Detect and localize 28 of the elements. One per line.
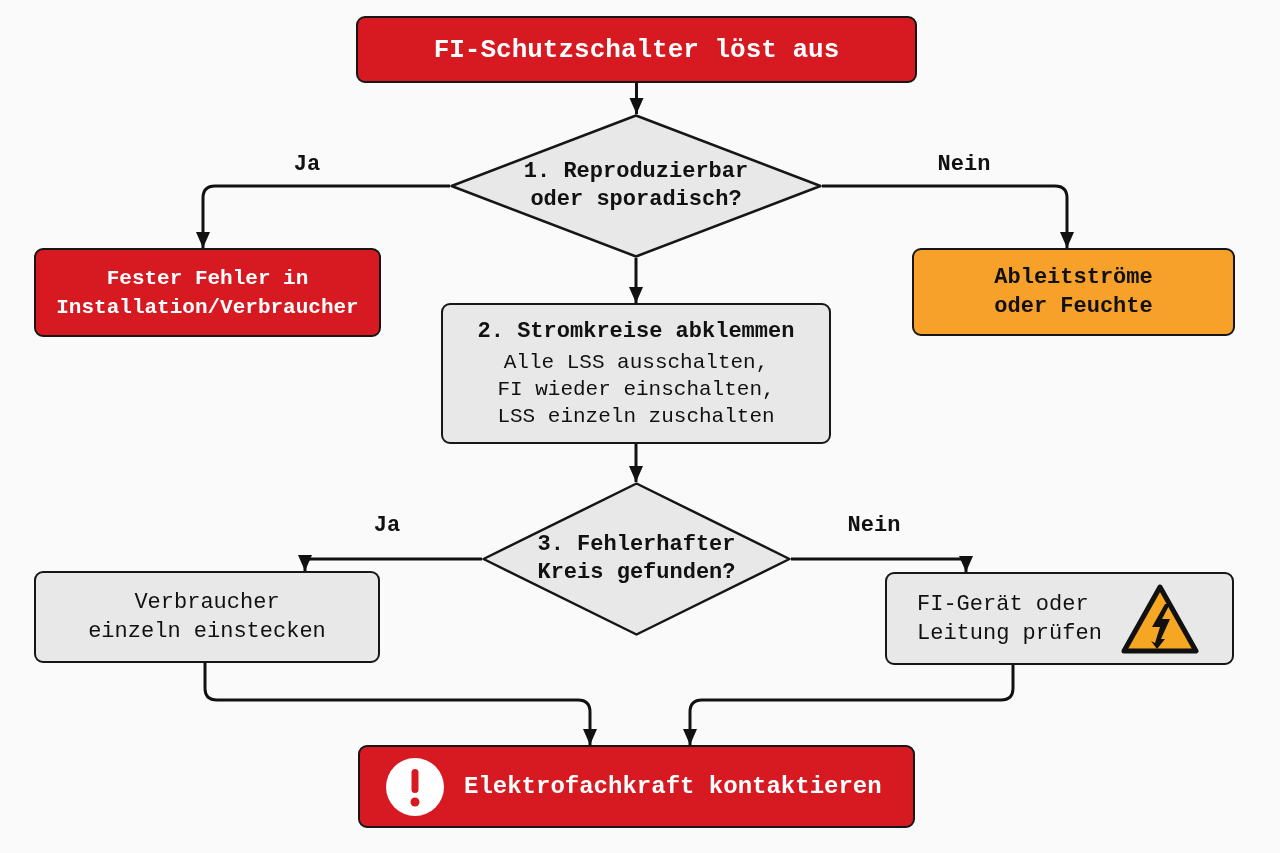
flow-arrow (822, 184, 1074, 248)
flow-arrow (298, 555, 482, 571)
node-title: 2. Stromkreise abklemmen (477, 318, 795, 346)
result-box (34, 248, 381, 337)
process-box (34, 571, 380, 663)
decision-diamond (450, 114, 822, 258)
node-label: 1. Reproduzierbar oder sporadisch? (522, 158, 750, 214)
node-text: Alle LSS ausschalten, FI wieder einschalten, LSS einzeln zuschalten (496, 350, 776, 430)
node-label: FI-Gerät oder Leitung prüfen (917, 590, 1103, 648)
node-label: FI-Schutzschalter löst aus (433, 33, 840, 66)
process-box (441, 303, 831, 444)
flow-arrow (196, 184, 450, 248)
end-box (358, 745, 915, 828)
process-box (885, 572, 1234, 665)
flow-arrow (203, 663, 597, 745)
flow-arrow (683, 665, 1015, 745)
node-label: Ableitströme oder Feuchte (993, 264, 1154, 321)
flow-arrow (629, 258, 643, 303)
decision-diamond (482, 482, 791, 636)
start-box (356, 16, 917, 83)
node-label: 3. Fehlerhafter Kreis gefunden? (536, 531, 737, 587)
result-box (912, 248, 1235, 336)
node-label: Verbraucher einzeln einstecken (87, 589, 327, 646)
node-label: Elektrofachkraft kontaktieren (464, 771, 882, 802)
flow-arrow (629, 83, 644, 114)
flow-arrow (791, 556, 973, 572)
flow-arrow (629, 444, 643, 482)
node-label: Fester Fehler in Installation/Verbraucher (55, 265, 360, 321)
